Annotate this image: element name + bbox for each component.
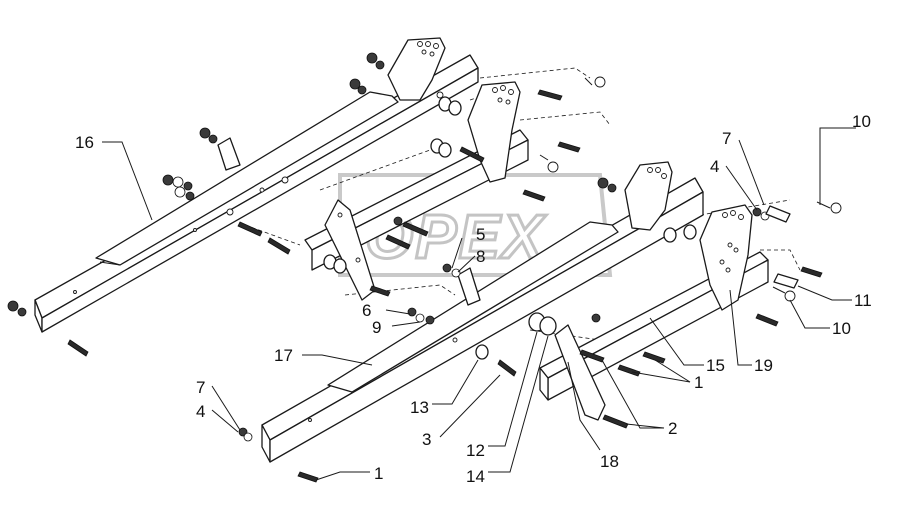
- fasteners-bolts: [67, 89, 823, 483]
- callout-labels: 16 17 7 4 10 5 8 6 9 11 10 15 1 19 2 13 …: [75, 112, 872, 486]
- frame-beam-17: [261, 177, 704, 463]
- frame-beam-16: [34, 54, 479, 333]
- callout-10: 10: [852, 112, 871, 131]
- callout-10-lower: 10: [832, 319, 851, 338]
- fasteners-nuts: [7, 52, 770, 442]
- callout-16: 16: [75, 133, 94, 152]
- callout-7-lower: 7: [196, 378, 205, 397]
- bracket-center-plate: [324, 199, 376, 301]
- callout-4: 4: [710, 157, 719, 176]
- callout-12: 12: [466, 441, 485, 460]
- leader-lines: [102, 127, 856, 481]
- bracket-small-mid: [457, 267, 481, 306]
- callout-13: 13: [410, 398, 429, 417]
- callout-6: 6: [362, 301, 371, 320]
- callout-9: 9: [372, 318, 381, 337]
- callout-1-lower: 1: [374, 464, 383, 483]
- bracket-18: [554, 324, 606, 421]
- callout-4-lower: 4: [196, 402, 205, 421]
- bracket-19: [699, 204, 753, 311]
- callout-18: 18: [600, 452, 619, 471]
- cross-member: [304, 129, 529, 271]
- callout-15: 15: [706, 356, 725, 375]
- callout-3: 3: [422, 430, 431, 449]
- bracket-right-mid: [624, 161, 673, 231]
- bracket-top-left: [387, 37, 446, 101]
- callout-8: 8: [476, 247, 485, 266]
- callout-17: 17: [274, 346, 293, 365]
- bracket-small-left: [217, 137, 241, 171]
- callout-7: 7: [722, 129, 731, 148]
- bushings: [323, 96, 697, 360]
- callout-2: 2: [668, 419, 677, 438]
- callout-14: 14: [466, 467, 485, 486]
- callout-5: 5: [476, 225, 485, 244]
- callout-1: 1: [694, 373, 703, 392]
- pins: [539, 76, 842, 302]
- callout-19: 19: [754, 356, 773, 375]
- callout-11: 11: [854, 291, 872, 310]
